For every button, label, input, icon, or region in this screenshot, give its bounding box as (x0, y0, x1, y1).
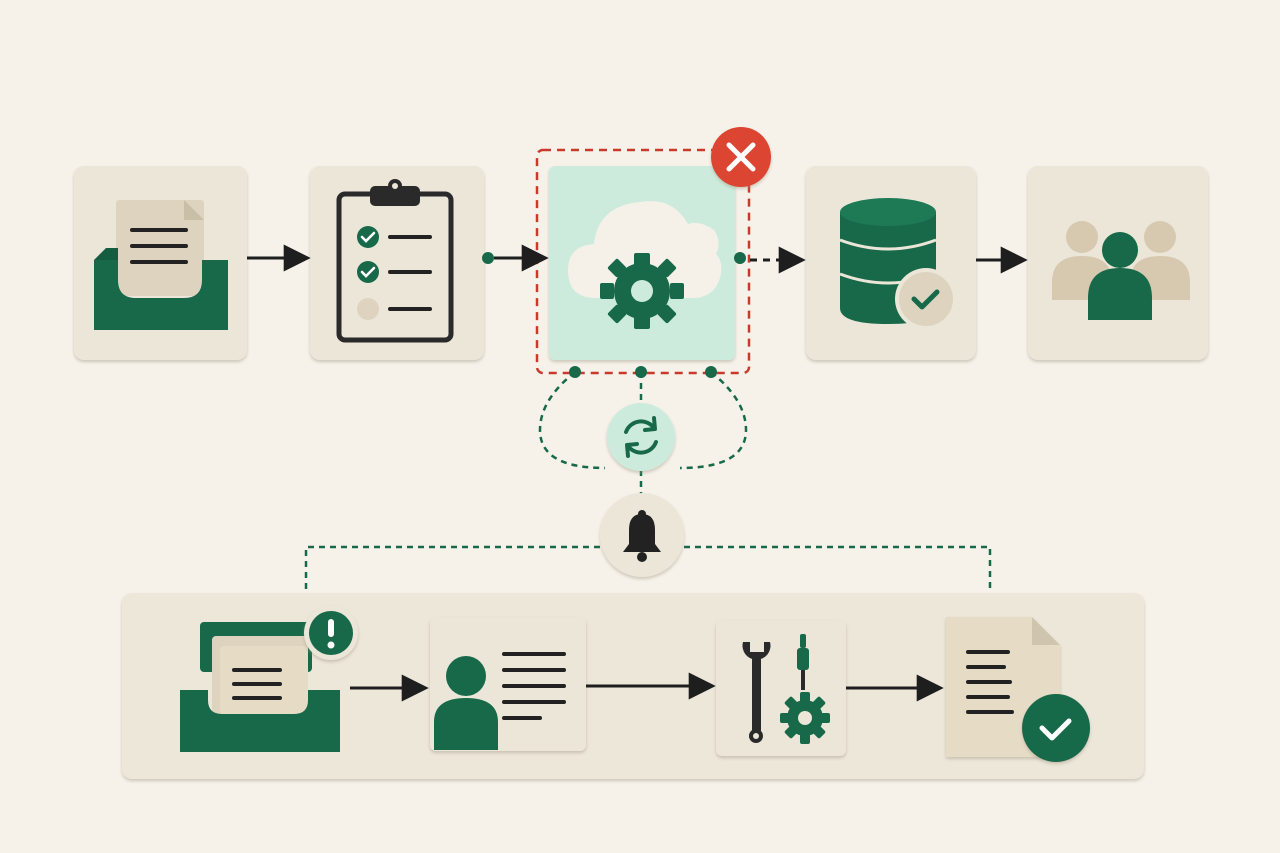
cloud-processing-node (535, 127, 771, 375)
inbox-alert-icon (180, 622, 340, 752)
manual-fix-node (716, 620, 846, 756)
alert-node (600, 493, 684, 577)
validation-checklist-node (310, 166, 484, 360)
alert-badge (304, 606, 358, 660)
refresh-icon (624, 416, 658, 458)
assigned-reviewer-node (430, 617, 586, 751)
database-verified-node (806, 166, 976, 360)
main-flow-connectors (247, 244, 1028, 274)
close-icon (726, 142, 756, 172)
connector-dot (482, 252, 494, 264)
inbox-document-icon (94, 200, 228, 330)
exclamation-icon (327, 619, 335, 649)
database-check-icon (839, 198, 957, 330)
connector-dot (569, 366, 581, 378)
user-card-icon (434, 652, 566, 750)
connector-dot (635, 366, 647, 378)
resolved-document-node (946, 617, 1090, 762)
document-check-icon (946, 617, 1090, 762)
retry-node (607, 403, 675, 471)
flagged-inbox-node (180, 606, 358, 752)
clipboard-checklist-icon (336, 179, 454, 343)
connector-dot (705, 366, 717, 378)
error-badge (711, 127, 771, 187)
user-group-icon (1052, 221, 1190, 320)
wrench-screwdriver-gear-icon (742, 634, 830, 744)
exception-flow-connectors (350, 672, 944, 702)
bell-icon (623, 510, 661, 562)
users-delivery-node (1028, 166, 1208, 360)
connector-dot (734, 252, 746, 264)
cloud-gear-icon (568, 200, 722, 329)
incoming-inbox-node (74, 166, 247, 360)
